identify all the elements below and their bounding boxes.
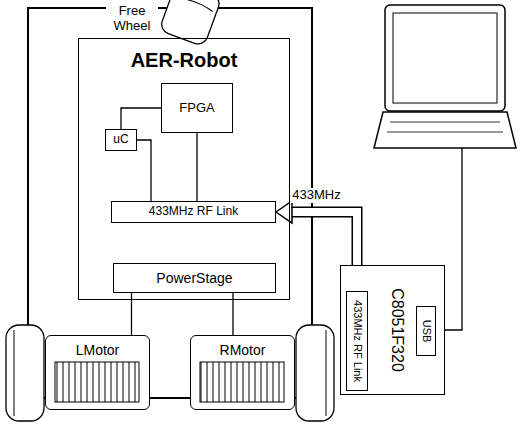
laptop-screen — [393, 13, 497, 103]
wire-line — [121, 108, 161, 129]
motor: LMotor — [45, 335, 150, 410]
node-text: PowerStage — [156, 270, 232, 286]
edge-label: 433MHz — [290, 188, 342, 203]
text-column: C8051F320 — [379, 266, 415, 394]
part-label: Free Wheel — [106, 4, 158, 34]
fpga-box: FPGA — [161, 83, 233, 133]
wire — [197, 133, 198, 201]
wheel-tire — [159, 0, 222, 47]
robot-board: AER-RobotFPGA uC 433MHz RF LinkPowerStage — [78, 38, 290, 300]
right-drive — [190, 325, 334, 421]
node-text: C8051F320 — [388, 288, 406, 372]
laptop-keys — [390, 122, 500, 123]
text-column: USB — [417, 307, 437, 355]
wire — [121, 108, 161, 129]
rf-link-box: 433MHz RF Link — [111, 201, 276, 223]
node-text: 433MHz RF Link — [149, 205, 238, 219]
wire — [137, 140, 151, 201]
left-drive — [6, 325, 150, 421]
uc-box: uC — [105, 129, 137, 151]
right-motor-body — [190, 335, 295, 410]
free-wheel — [159, 0, 222, 47]
node-text: LMotor — [76, 342, 120, 358]
right-wheel-line — [326, 330, 327, 416]
right-wheel — [296, 325, 334, 421]
wheel-tread — [175, 0, 214, 12]
node-text: uC — [113, 133, 128, 147]
rf-link-module: 433MHz RF Link — [346, 291, 368, 391]
right-motor-coil — [200, 362, 284, 402]
wire-line — [137, 140, 151, 201]
text-column: 433MHz RF Link — [347, 292, 369, 390]
left-wheel-line — [14, 330, 15, 416]
laptop — [374, 5, 516, 148]
laptop-base — [374, 112, 516, 148]
powerstage-box: PowerStage — [113, 263, 276, 293]
wire-line — [196, 133, 197, 201]
laptop-keys — [387, 132, 503, 133]
node-text: FPGA — [179, 101, 214, 116]
node-text: RMotor — [220, 342, 266, 358]
mcu-board: C8051F320 433MHz RF Link USB — [340, 265, 445, 395]
laptop-lid — [385, 5, 505, 111]
node-text: AER-Robot — [131, 49, 238, 72]
left-wheel — [6, 325, 44, 421]
node-text: USB — [421, 320, 433, 343]
left-motor-coil — [55, 362, 139, 402]
node-text: 433MHz RF Link — [352, 300, 364, 382]
usb-cable — [443, 148, 462, 330]
usb-port: USB — [416, 306, 436, 356]
motor: RMotor — [190, 335, 295, 410]
left-motor-body — [45, 335, 150, 410]
